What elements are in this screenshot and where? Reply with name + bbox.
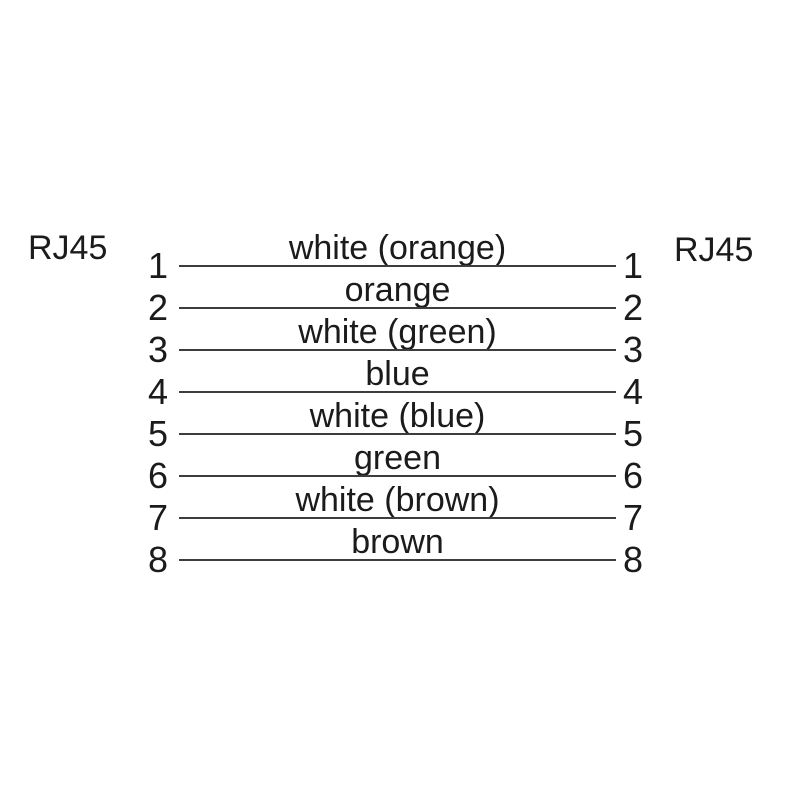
- pin-number-left: 8: [147, 539, 169, 580]
- wire-label: blue: [365, 355, 430, 393]
- wire-line: [179, 559, 616, 561]
- wire-line: [179, 517, 616, 519]
- pin-number-right: 2: [622, 287, 644, 328]
- wire-line: [179, 391, 616, 393]
- pin-number-left: 2: [147, 287, 169, 328]
- wire-line: [179, 265, 616, 267]
- pin-number-left: 7: [147, 497, 169, 538]
- pin-number-left: 1: [147, 245, 169, 286]
- wire-label: white (orange): [288, 229, 507, 267]
- wire-line: [179, 433, 616, 435]
- pin-number-left: 5: [147, 413, 169, 454]
- wire-label: brown: [351, 523, 444, 561]
- pin-number-right: 8: [622, 539, 644, 580]
- pin-number-right: 7: [622, 497, 644, 538]
- pin-number-right: 4: [622, 371, 644, 412]
- wire-label: white (blue): [309, 397, 486, 435]
- wire-label: orange: [344, 271, 451, 309]
- right-connector-title: RJ45: [674, 231, 754, 269]
- pin-number-left: 3: [147, 329, 169, 370]
- pin-number-right: 5: [622, 413, 644, 454]
- wire-line: [179, 349, 616, 351]
- pin-number-right: 6: [622, 455, 644, 496]
- pin-number-left: 6: [147, 455, 169, 496]
- pin-number-right: 1: [622, 245, 644, 286]
- pin-number-left: 4: [147, 371, 169, 412]
- wire-label: white (green): [298, 313, 497, 351]
- wire-label: white (brown): [295, 481, 500, 519]
- pin-number-right: 3: [622, 329, 644, 370]
- left-connector-title: RJ45: [28, 229, 108, 267]
- wire-line: [179, 475, 616, 477]
- wire-line: [179, 307, 616, 309]
- wire-label: green: [354, 439, 441, 477]
